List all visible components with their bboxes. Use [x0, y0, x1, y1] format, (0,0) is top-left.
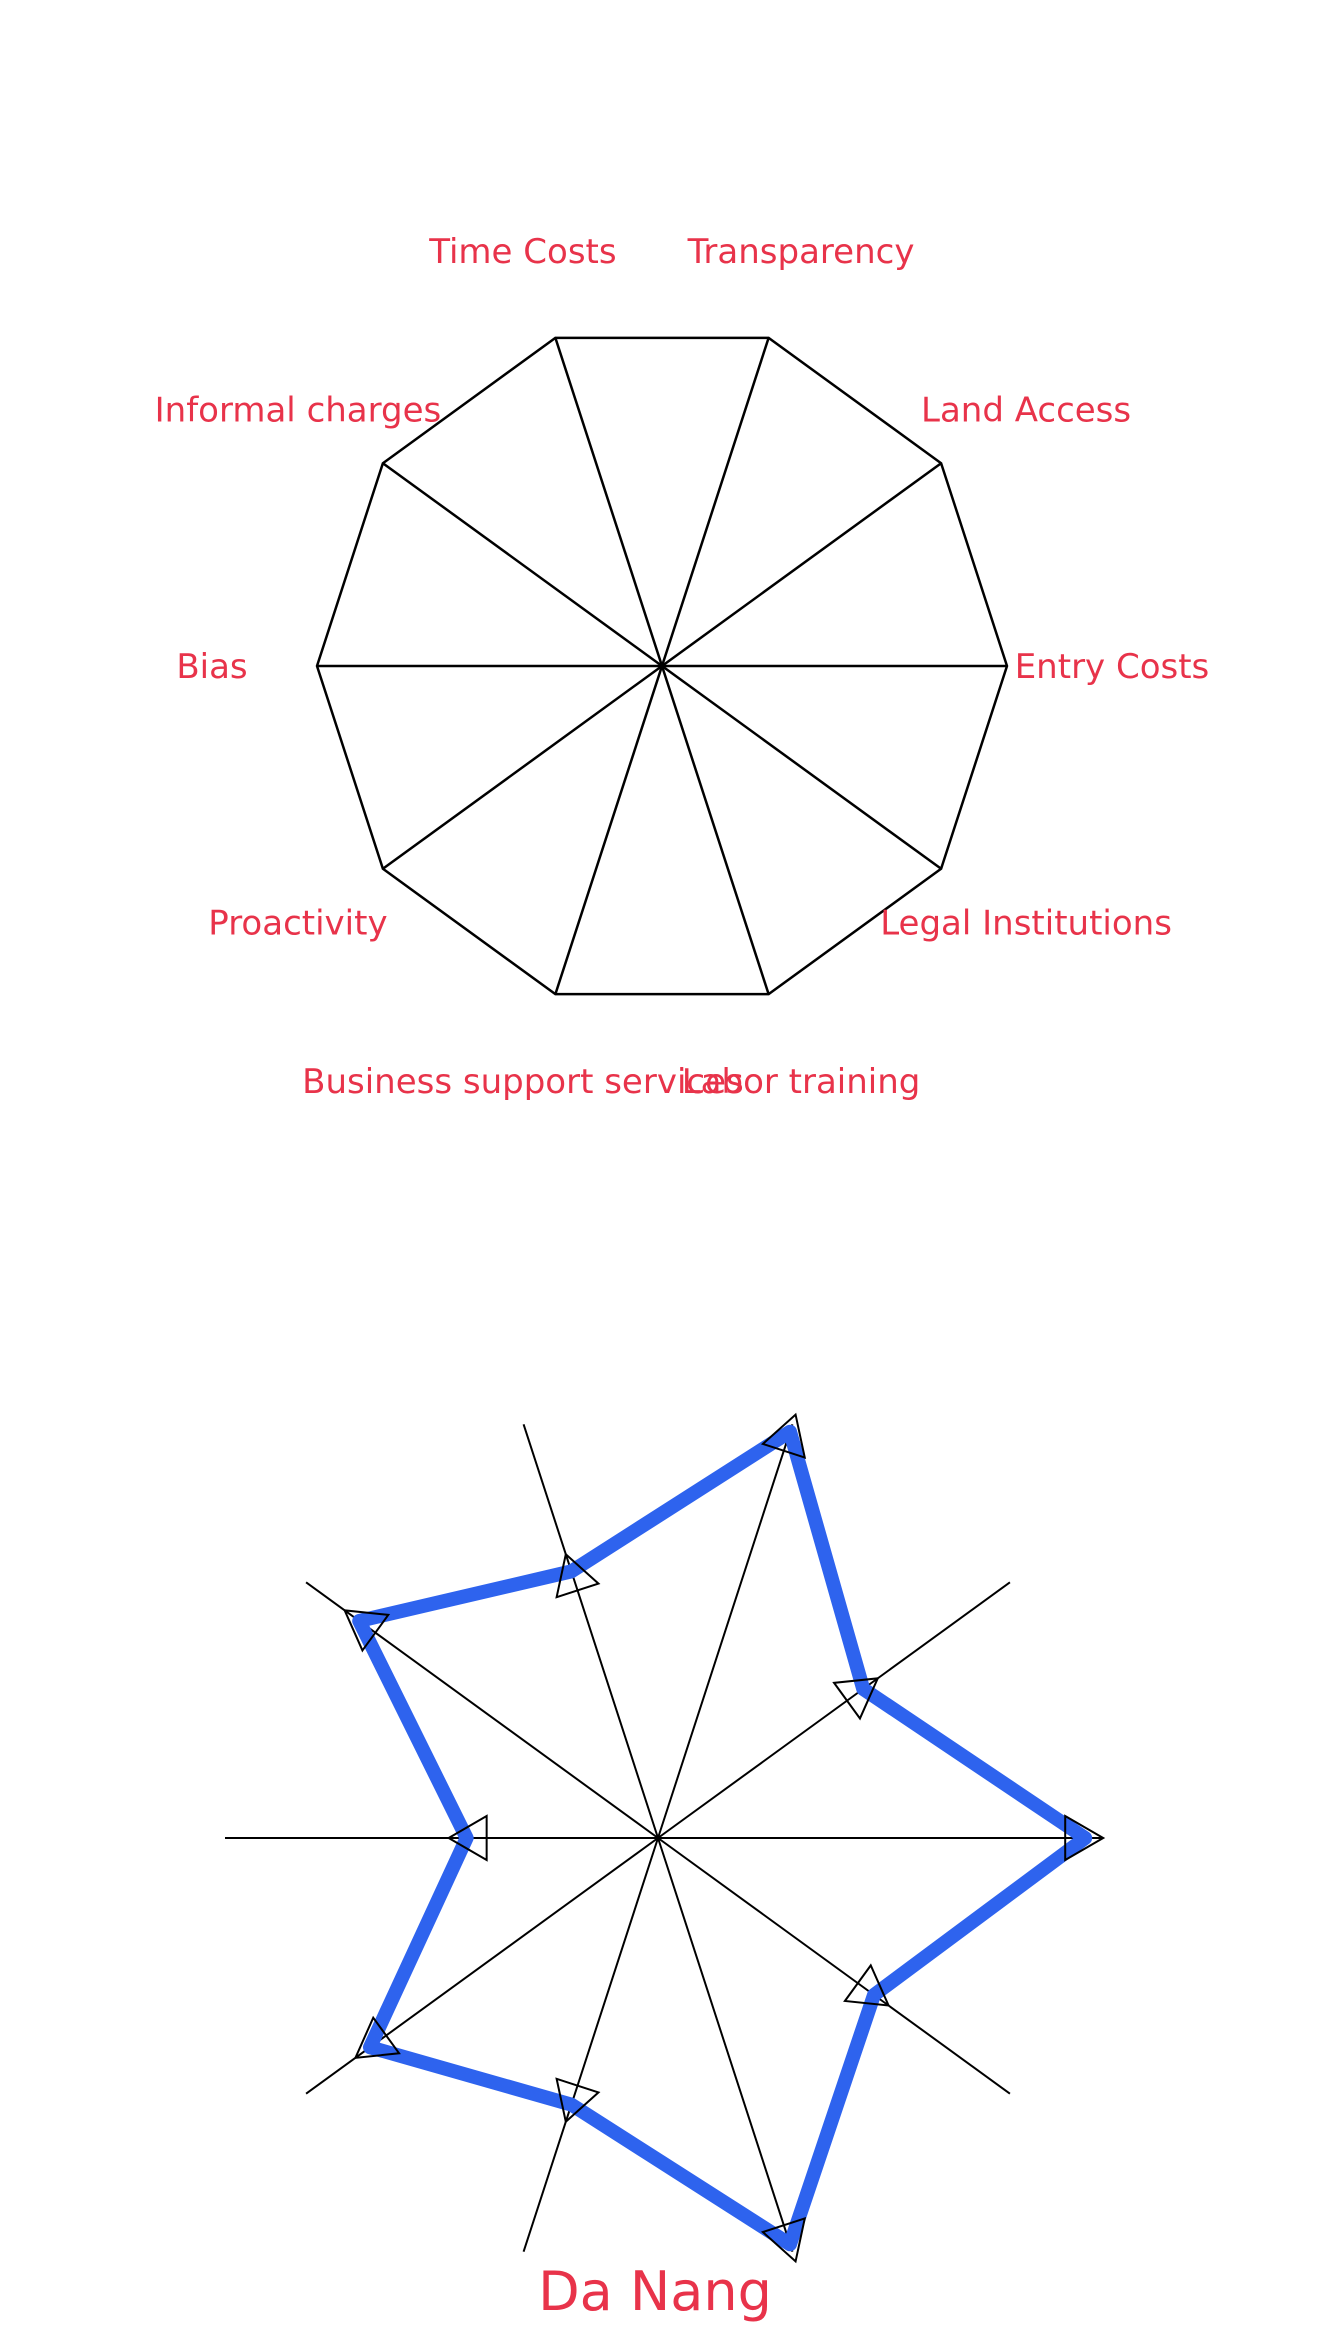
axis-legend-decagon: Entry Costs Land Access Transparency Time C… — [155, 232, 1210, 1102]
data-point-4 — [343, 1609, 391, 1653]
radar-spoke-6 — [305, 1837, 659, 2095]
radar-spoke-8 — [657, 1837, 794, 2253]
data-point-9 — [843, 1963, 891, 2007]
series-outline — [352, 1424, 1093, 2252]
legend-spoke-2 — [660, 337, 770, 667]
data-point-7 — [555, 2077, 601, 2124]
axis-label-7: Business support services — [302, 1062, 744, 1102]
legend-spoke-6 — [382, 664, 663, 870]
radar-spoke-3 — [522, 1423, 659, 1839]
radar-spoke-7 — [522, 1837, 659, 2253]
data-point-2 — [760, 1412, 807, 1460]
data-point-1 — [832, 1677, 880, 1721]
legend-spoke-8 — [660, 665, 770, 995]
legend-spoke-1 — [661, 462, 942, 668]
axis-label-2: Transparency — [687, 232, 915, 272]
radar-plot — [225, 1412, 1106, 2264]
axis-label-6: Proactivity — [208, 904, 387, 944]
legend-spoke-7 — [554, 665, 664, 995]
radar-spoke-2 — [657, 1423, 794, 1839]
axis-label-9: Legal Institutions — [880, 904, 1172, 944]
legend-spoke-9 — [661, 664, 942, 870]
legend-spoke-4 — [382, 462, 663, 668]
chart-title: Da Nang — [538, 2260, 772, 2323]
axis-label-8: Labor training — [682, 1062, 921, 1102]
data-point-5 — [446, 1814, 488, 1862]
data-point-6 — [353, 2015, 401, 2060]
radar-spoke-9 — [657, 1837, 1011, 2095]
data-point-8 — [760, 2216, 807, 2264]
radar-spoke-1 — [657, 1581, 1011, 1839]
axis-label-4: Informal charges — [155, 390, 442, 430]
data-point-3 — [555, 1552, 601, 1599]
legend-spoke-3 — [554, 337, 664, 667]
data-point-0 — [1064, 1814, 1106, 1862]
axis-label-3: Time Costs — [428, 232, 616, 272]
axis-label-1: Land Access — [921, 390, 1131, 430]
axis-label-5: Bias — [176, 647, 247, 687]
axis-label-0: Entry Costs — [1015, 647, 1210, 687]
